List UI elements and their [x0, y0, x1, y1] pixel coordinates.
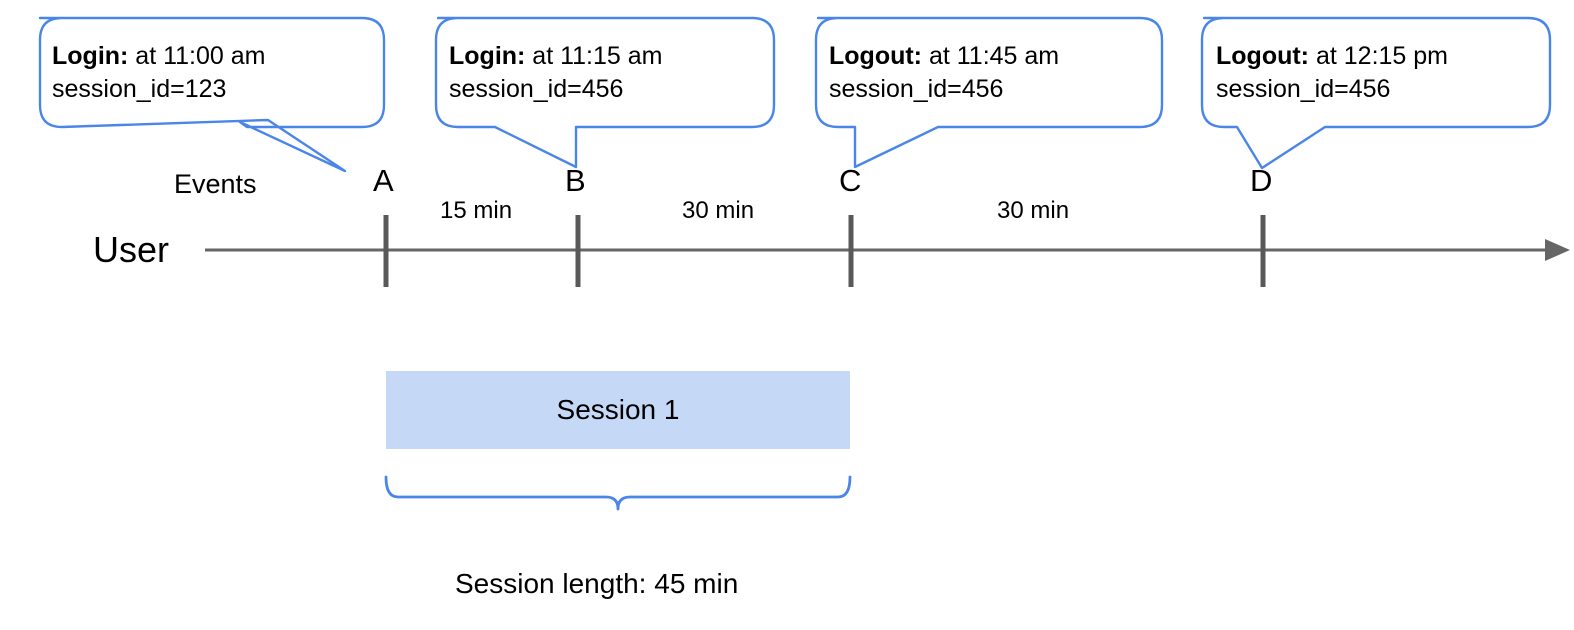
session-length-caption: Session length: 45 min	[455, 568, 739, 599]
user-row-label: User	[93, 229, 170, 270]
callout-text-1: Login: at 11:00 am session_id=123	[52, 40, 265, 106]
callout-session-4: session_id=456	[1216, 75, 1391, 103]
callout-text-4: Logout: at 12:15 pm session_id=456	[1216, 40, 1448, 106]
session-bar-label: Session 1	[556, 394, 680, 425]
timeline-axis	[205, 239, 1570, 261]
tick-label-b: B	[565, 163, 586, 198]
session-bar[interactable]: Session 1	[386, 371, 850, 449]
callout-label-4: Logout:	[1216, 42, 1310, 70]
callout-bubble-2[interactable]	[434, 16, 776, 169]
callout-time-3: at 11:45 am	[922, 42, 1060, 70]
callout-text-3: Logout: at 11:45 am session_id=456	[829, 40, 1059, 106]
callout-session-1: session_id=123	[52, 75, 227, 103]
callout-time-2: at 11:15 am	[525, 42, 663, 70]
callout-label-2: Login:	[449, 42, 526, 70]
callout-text-2: Login: at 11:15 am session_id=456	[449, 40, 662, 106]
callout-session-2: session_id=456	[449, 75, 624, 103]
callout-bubble-4[interactable]	[1200, 16, 1552, 170]
tick-label-a: A	[373, 163, 394, 198]
callout-time-4: at 12:15 pm	[1309, 42, 1448, 70]
callout-label-3: Logout:	[829, 42, 923, 70]
tick-label-d: D	[1250, 163, 1273, 198]
callout-time-1: at 11:00 am	[128, 42, 266, 70]
gap-label-ab: 15 min	[440, 197, 513, 224]
gap-label-cd: 30 min	[997, 197, 1070, 224]
session-brace	[384, 475, 852, 511]
events-row-label: Events	[174, 169, 257, 199]
callout-bubble-1[interactable]	[38, 16, 386, 173]
callout-session-3: session_id=456	[829, 75, 1004, 103]
callout-bubble-3[interactable]	[814, 16, 1164, 169]
gap-label-bc: 30 min	[682, 197, 755, 224]
callout-label-1: Login:	[52, 42, 129, 70]
tick-label-c: C	[839, 163, 862, 198]
